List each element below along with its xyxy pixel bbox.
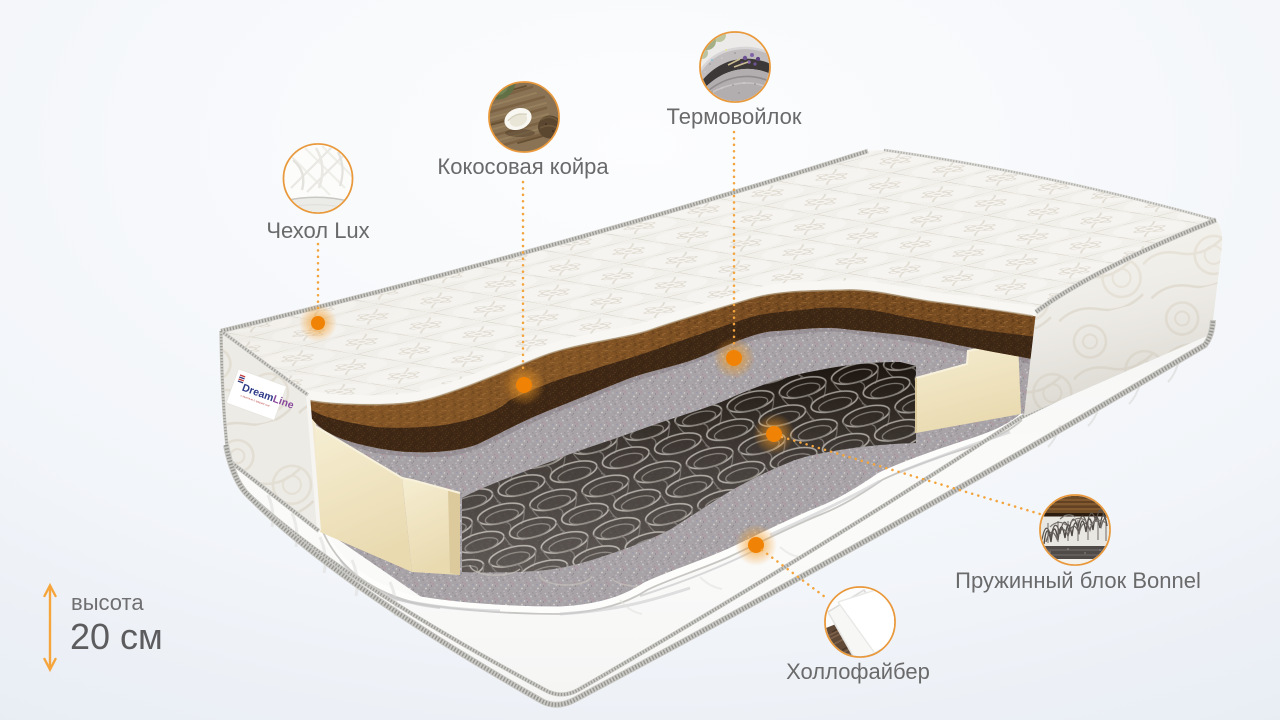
svg-text:высота: высота [71, 590, 144, 615]
svg-text:Пружинный блок Bonnel: Пружинный блок Bonnel [955, 568, 1201, 593]
svg-text:Холлофайбер: Холлофайбер [786, 659, 930, 684]
svg-text:Чехол Lux: Чехол Lux [266, 218, 369, 243]
svg-text:Кокосовая койра: Кокосовая койра [437, 154, 609, 179]
svg-text:20 см: 20 см [70, 616, 163, 657]
svg-text:Термовойлок: Термовойлок [667, 104, 802, 129]
